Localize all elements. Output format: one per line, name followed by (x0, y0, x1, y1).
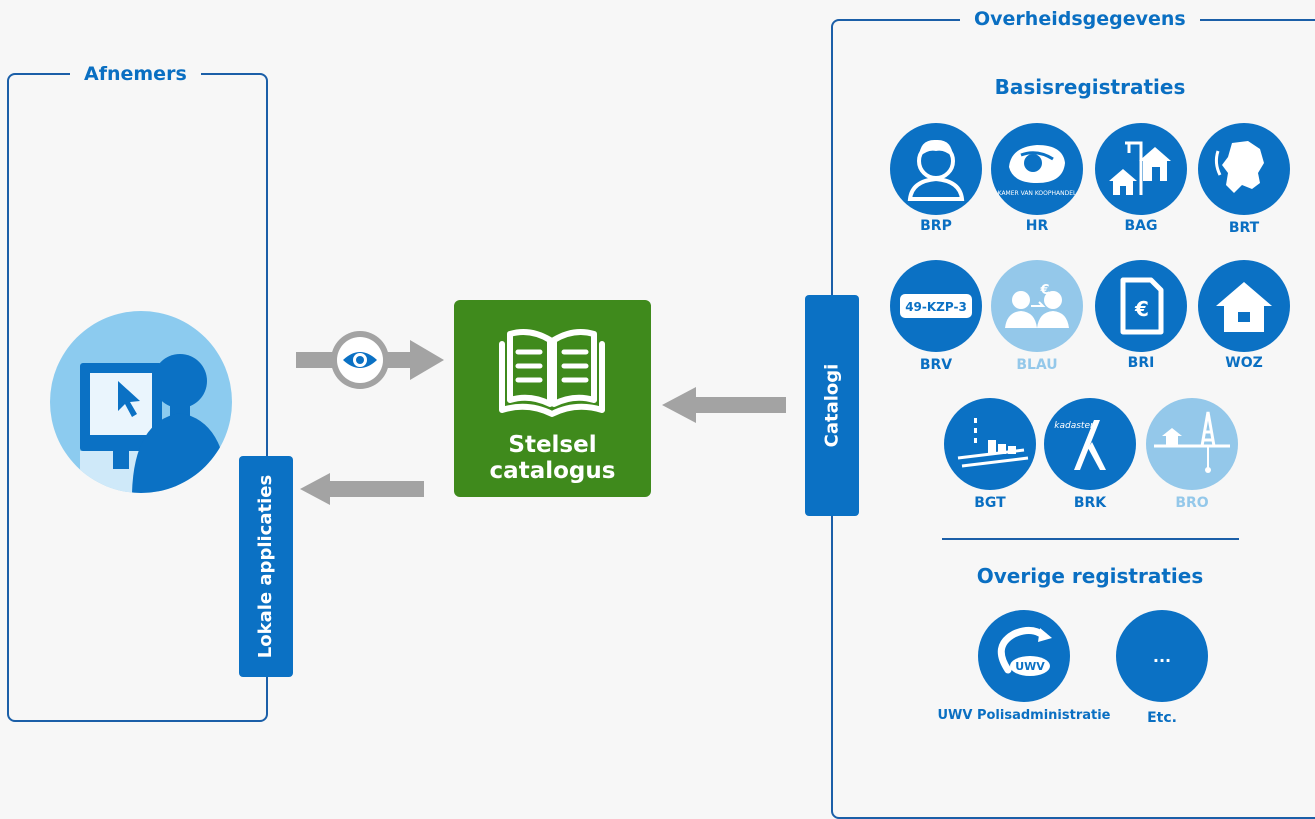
uwv-icon: UWV (978, 610, 1070, 702)
brp-person-icon (890, 123, 982, 215)
basisregistraties-heading: Basisregistraties (994, 75, 1186, 99)
woz-house-icon (1198, 260, 1290, 352)
reg-label-brv: BRV (919, 357, 953, 373)
bag-houses-icon (1095, 123, 1187, 215)
return-arrow (300, 472, 424, 506)
section-divider (942, 538, 1239, 540)
hr-kamer-van-koophandel-icon: KAMER VAN KOOPHANDEL (991, 123, 1083, 215)
eye-icon (330, 330, 390, 390)
hr-icon-text: KAMER VAN KOOPHANDEL (998, 190, 1077, 197)
brt-netherlands-map-icon (1198, 123, 1290, 215)
reg-label-bri: BRI (1127, 355, 1155, 371)
bri-euro-document-icon: € (1095, 260, 1187, 352)
reg-label-etc: Etc. (1147, 710, 1177, 726)
reg-label-blau: BLAU (1016, 357, 1058, 373)
stelsel-catalogus-box: Stelsel catalogus (454, 300, 651, 497)
blau-people-exchange-icon: € (991, 260, 1083, 352)
etc-icon-text: ... (1152, 646, 1172, 666)
afnemers-title: Afnemers (70, 62, 201, 86)
bgt-topography-icon (944, 398, 1036, 490)
bro-subsurface-icon (1146, 398, 1238, 490)
open-book-icon (496, 322, 608, 422)
svg-text:€: € (1039, 283, 1049, 298)
stelsel-catalogus-label: Stelsel catalogus (489, 432, 616, 484)
catalogi-label: Catalogi (821, 363, 843, 448)
reg-label-brk: BRK (1073, 495, 1107, 511)
reg-label-bag: BAG (1124, 218, 1158, 234)
reg-label-bgt: BGT (974, 495, 1006, 511)
svg-text:€: € (1134, 297, 1149, 321)
overige-registraties-heading: Overige registraties (976, 564, 1204, 588)
catalogi-bar: Catalogi (805, 295, 859, 516)
reg-label-brt: BRT (1228, 220, 1260, 236)
reg-label-hr: HR (1025, 218, 1049, 234)
brk-kadaster-icon: kadaster (1044, 398, 1136, 490)
reg-label-woz: WOZ (1225, 355, 1263, 371)
reg-label-bro: BRO (1175, 495, 1209, 511)
catalogi-arrow (662, 386, 786, 424)
lokale-applicaties-label: Lokale applicaties (255, 474, 277, 659)
brv-icon-text: 49-KZP-3 (905, 300, 967, 314)
ellipsis-icon: ... (1116, 610, 1208, 702)
reg-label-brp: BRP (920, 218, 952, 234)
reg-label-uwv: UWV Polisadministratie (937, 708, 1111, 723)
user-computer-icon (50, 311, 232, 493)
brk-icon-text: kadaster (1054, 421, 1095, 431)
lokale-applicaties-bar: Lokale applicaties (239, 456, 293, 677)
overheidsgegevens-title: Overheidsgegevens (960, 7, 1200, 31)
uwv-icon-text: UWV (1015, 660, 1045, 673)
brv-license-plate-icon: 49-KZP-3 (890, 260, 982, 352)
